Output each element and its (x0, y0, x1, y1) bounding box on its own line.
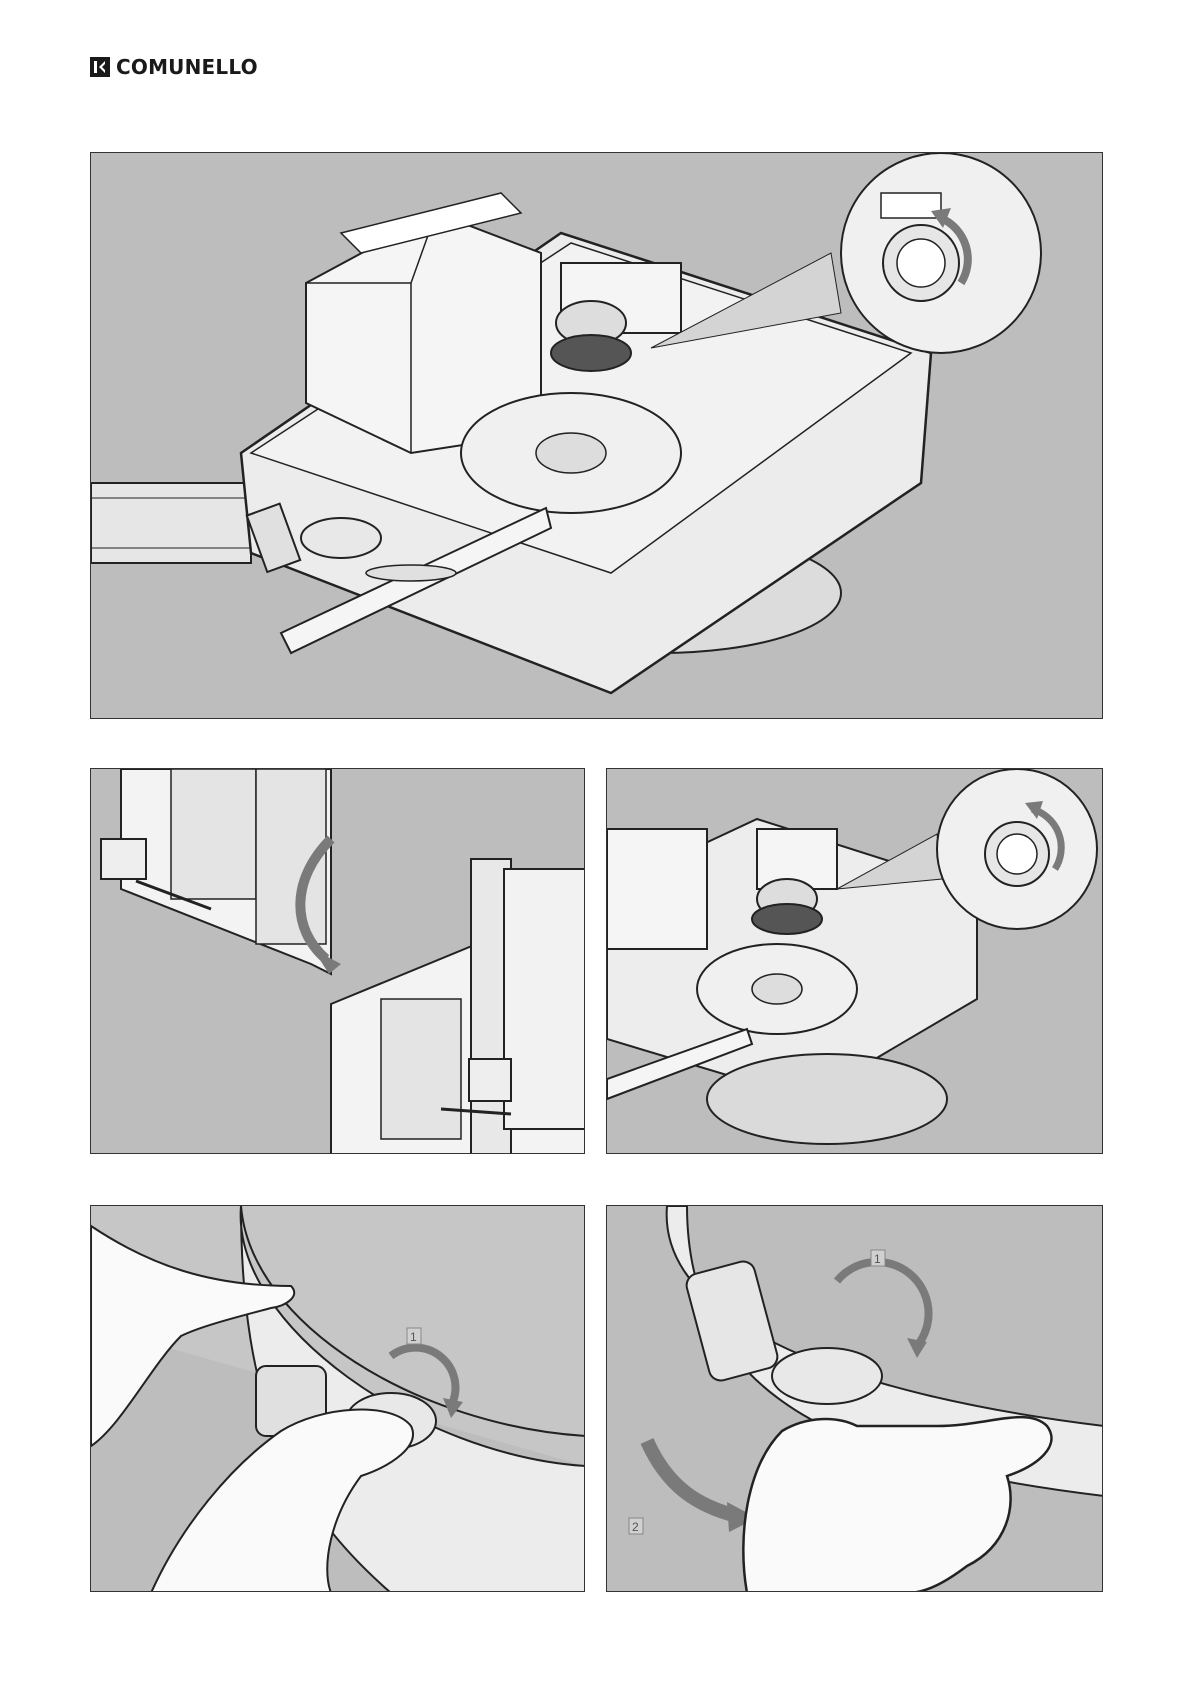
brand-name: COMUNELLO (116, 55, 258, 79)
step-number-1: 1 (874, 1252, 881, 1266)
step-number-2: 2 (632, 1520, 639, 1534)
figure-motor-cam-detail (606, 768, 1103, 1154)
figure-gate-closing (90, 768, 585, 1154)
comunello-logo-icon (90, 57, 110, 77)
brand-logo: COMUNELLO (90, 56, 258, 78)
figure-release-step-2: 1 2 (606, 1205, 1103, 1592)
step-number-1: 1 (410, 1330, 417, 1344)
figure-motor-overview (90, 152, 1103, 719)
figure-release-step-1: 1 (90, 1205, 585, 1592)
